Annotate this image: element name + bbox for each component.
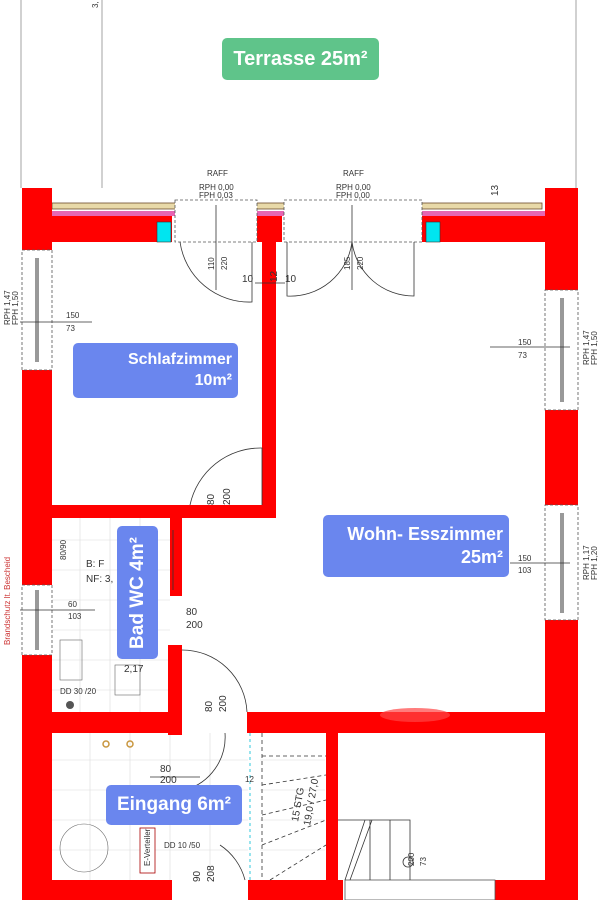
terrace-outline: 3, bbox=[20, 0, 577, 188]
bad-win-width: 60 bbox=[68, 600, 77, 609]
bad-name: Bad WC 4m² bbox=[126, 536, 148, 649]
e-verteiler: E-Verteiler bbox=[143, 828, 152, 866]
win-left-width: 150 bbox=[66, 311, 80, 320]
win-rb-fph: FPH 1,20 bbox=[590, 546, 599, 580]
dim-12-stair: 12 bbox=[245, 775, 254, 784]
dim-10-right: 10 bbox=[285, 274, 297, 285]
door-right-rph: RPH 0,00 bbox=[336, 183, 371, 192]
schlaf-door-width: 80 bbox=[206, 493, 217, 505]
bad-nf: NF: 3, bbox=[86, 574, 113, 585]
stair-73: 73 bbox=[419, 857, 428, 866]
bad-b: B: F bbox=[86, 559, 104, 570]
bad-217: 2,17 bbox=[124, 664, 144, 675]
front-door-height: 208 bbox=[206, 865, 217, 882]
win-rt-parapet: 73 bbox=[518, 351, 527, 360]
bad-door-width: 80 bbox=[186, 607, 198, 618]
eingang-door-width: 80 bbox=[160, 764, 172, 775]
brandschutz-note: Brandschutz lt. Bescheid bbox=[3, 557, 12, 645]
dd30: DD 30 /20 bbox=[60, 687, 97, 696]
wohn-area: 25m² bbox=[460, 547, 503, 567]
schlafzimmer-name: Schlafzimmer bbox=[127, 351, 232, 368]
win-rb-width: 150 bbox=[518, 554, 532, 563]
door-left-fph: FPH 0,03 bbox=[199, 191, 233, 200]
eingang-door-height: 200 bbox=[160, 775, 177, 786]
dim-12: 12 bbox=[269, 270, 280, 282]
bad-door-height: 200 bbox=[186, 620, 203, 631]
door1-height: 220 bbox=[220, 256, 229, 270]
stairs bbox=[249, 733, 414, 881]
bad-win-parapet: 103 bbox=[68, 612, 82, 621]
schlaf-door-height: 200 bbox=[222, 488, 233, 505]
room-label-terrasse: Terrasse 25m² bbox=[222, 38, 379, 80]
terrace-dim: 3, bbox=[91, 1, 100, 8]
door1-width: 110 bbox=[207, 257, 216, 270]
room-label-wohn-esszimmer: Wohn- Esszimmer 25m² bbox=[323, 515, 509, 577]
dd10: DD 10 /50 bbox=[164, 841, 201, 850]
win-left-rph: RPH 1,47 bbox=[3, 290, 12, 325]
walls bbox=[22, 188, 578, 900]
win-rt-rph: RPH 1,47 bbox=[582, 330, 591, 365]
schlafzimmer-area: 10m² bbox=[194, 372, 232, 389]
raff-right: RAFF bbox=[343, 169, 364, 178]
room-label-bad: Bad WC 4m² bbox=[117, 526, 158, 659]
dim-13: 13 bbox=[490, 184, 501, 196]
stair-200: 200 bbox=[407, 852, 416, 866]
room-label-eingang: Eingang 6m² bbox=[106, 785, 242, 825]
win-left-parapet: 73 bbox=[66, 324, 75, 333]
door-left-rph: RPH 0,00 bbox=[199, 183, 234, 192]
shower-dim: 80/90 bbox=[59, 539, 68, 560]
raff-left: RAFF bbox=[207, 169, 228, 178]
fixtures bbox=[59, 639, 450, 874]
wohn-name: Wohn- Esszimmer bbox=[347, 524, 503, 544]
door2-width: 185 bbox=[343, 256, 352, 270]
win-rb-rph: RPH 1,17 bbox=[582, 545, 591, 580]
door-swings bbox=[172, 241, 415, 881]
flur-door-height: 200 bbox=[218, 695, 229, 712]
win-rt-width: 150 bbox=[518, 338, 532, 347]
dimension-lines bbox=[20, 205, 570, 778]
win-left-fph: FPH 1,50 bbox=[11, 291, 20, 325]
flur-door-width: 80 bbox=[204, 700, 215, 712]
door2-height: 220 bbox=[356, 256, 365, 270]
win-rb-parapet: 103 bbox=[518, 566, 532, 575]
room-label-schlafzimmer: Schlafzimmer 10m² bbox=[73, 343, 238, 398]
front-door-width: 90 bbox=[192, 870, 203, 882]
dim-10-left: 10 bbox=[242, 274, 254, 285]
win-rt-fph: FPH 1,50 bbox=[590, 331, 599, 365]
door-right-fph: FPH 0,00 bbox=[336, 191, 370, 200]
